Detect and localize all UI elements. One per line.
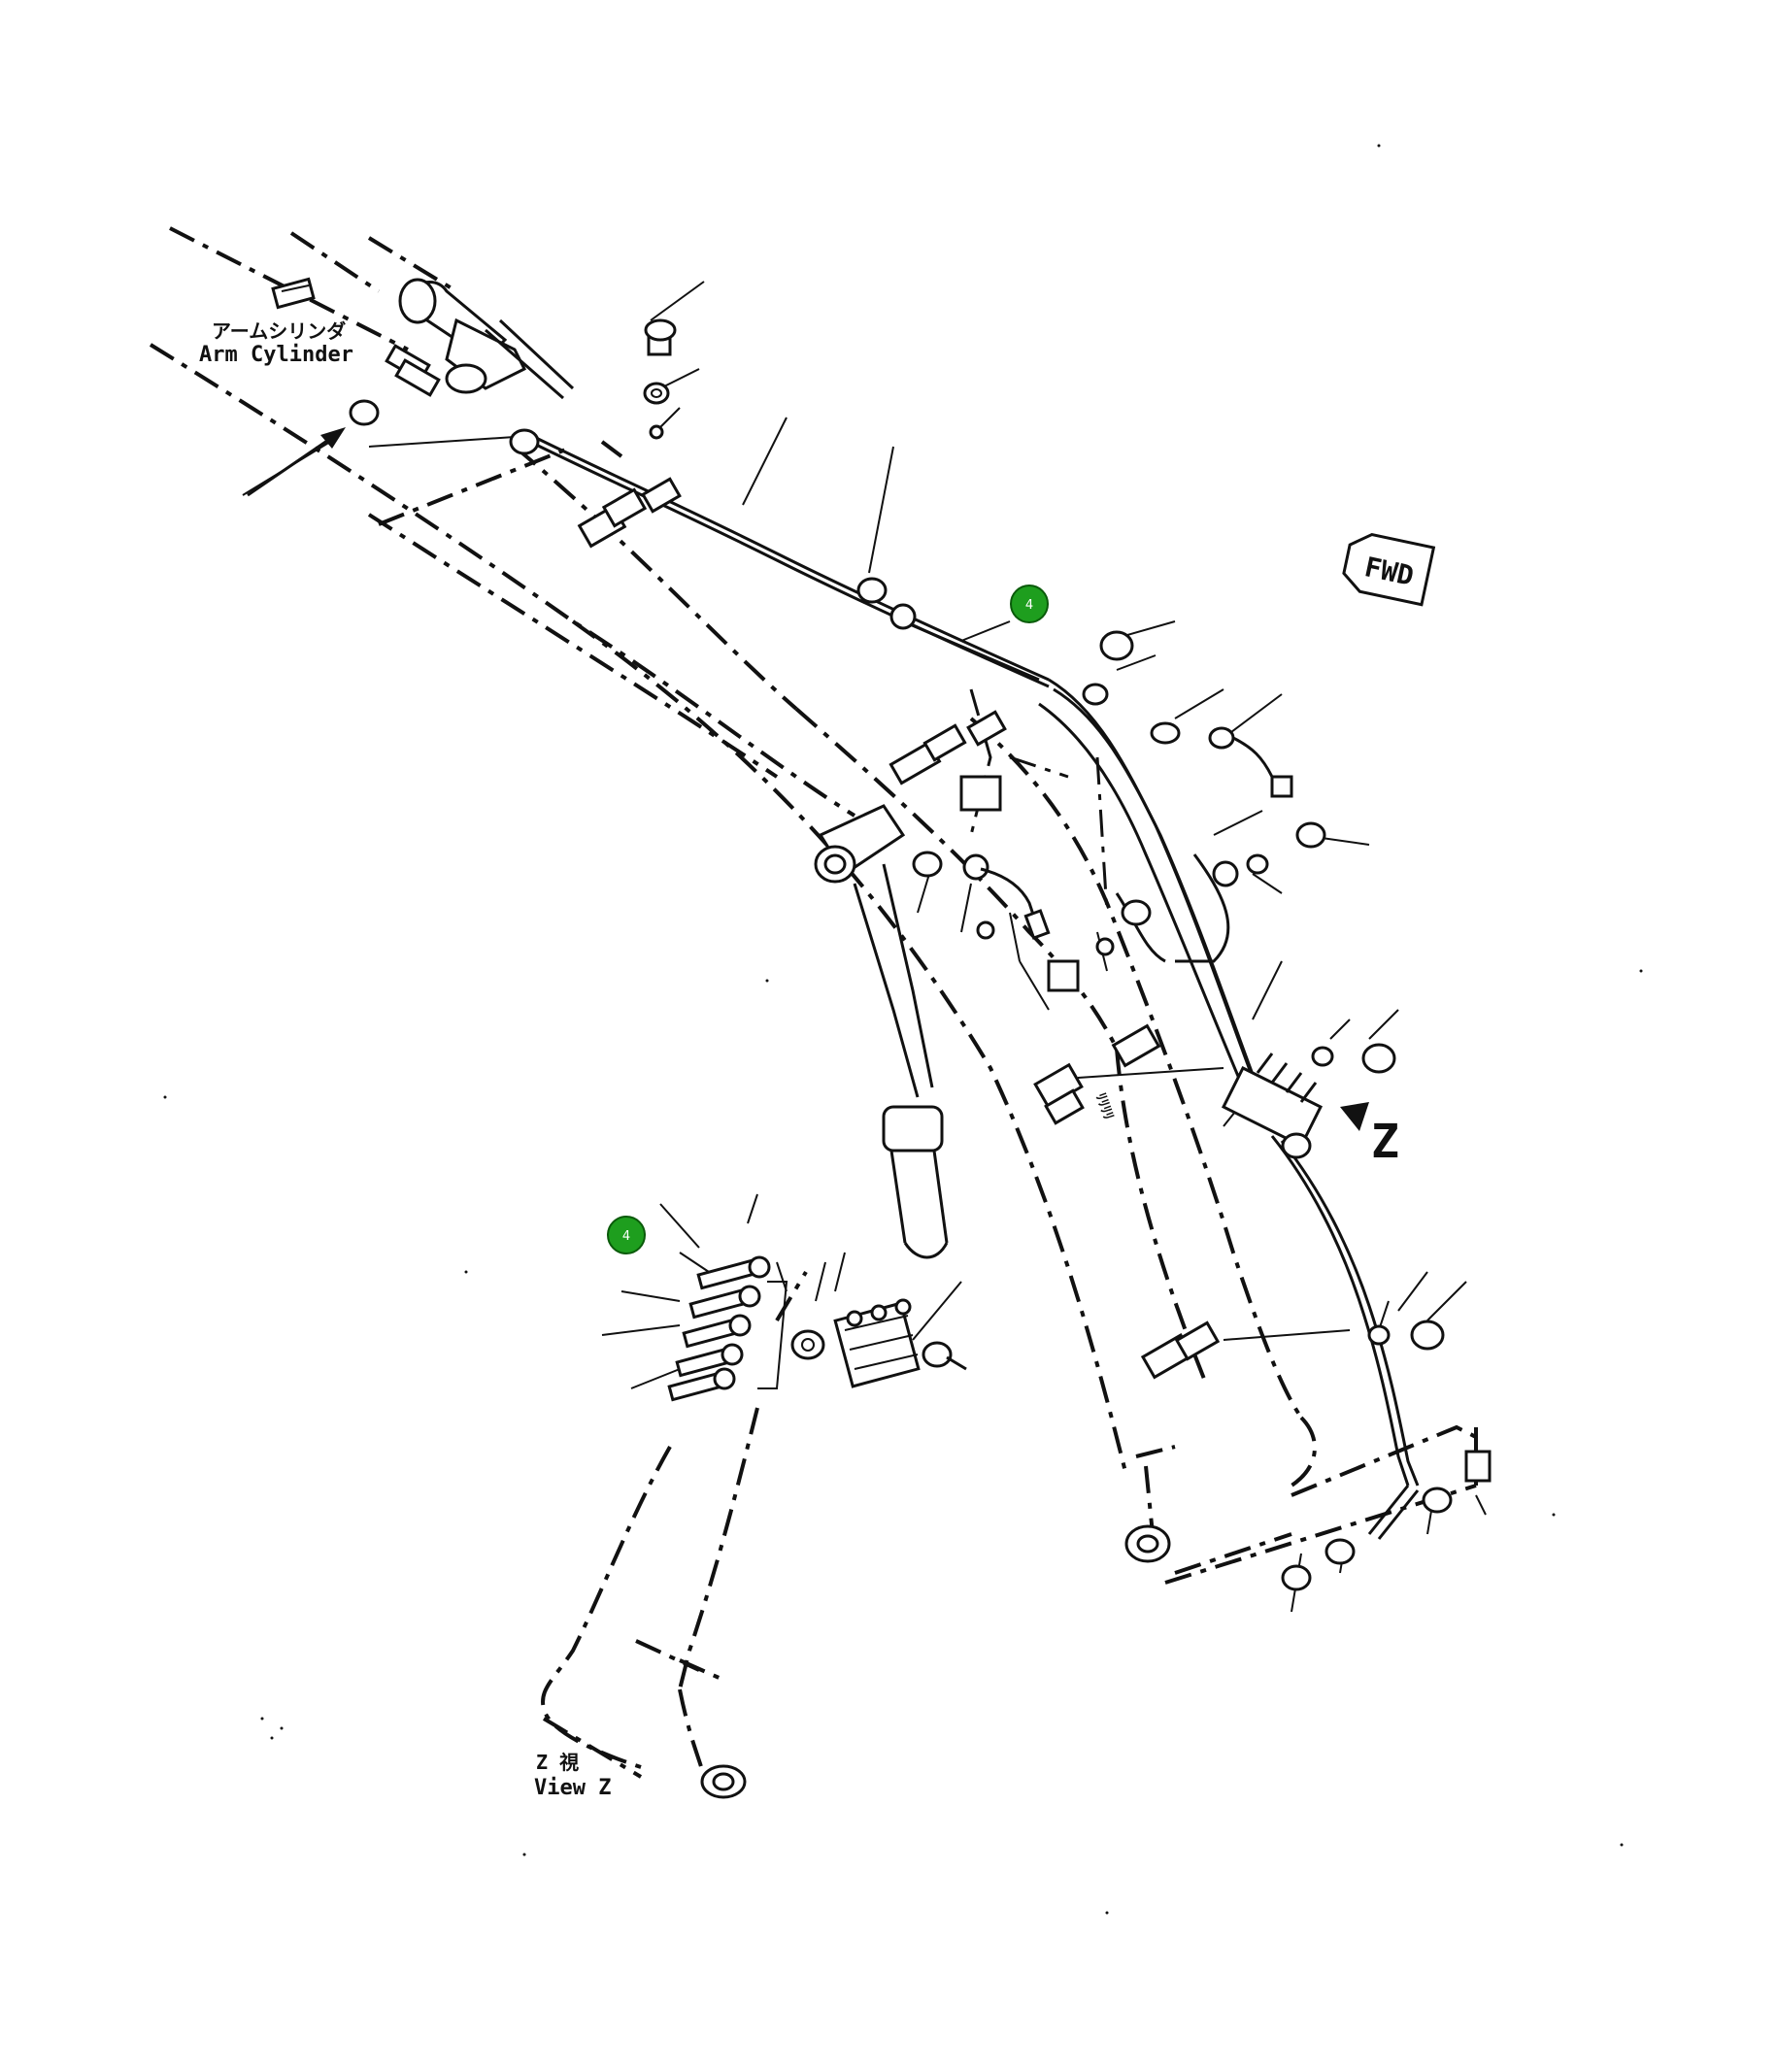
washer	[643, 382, 670, 405]
clamp-block	[833, 1298, 921, 1388]
boom-end-pin	[1124, 1524, 1171, 1563]
grease-fitting	[1281, 1564, 1312, 1591]
arm-cylinder-assembly	[247, 278, 575, 497]
hose-fitting	[1324, 1538, 1356, 1565]
callout-circle-icon	[1010, 585, 1049, 623]
elbow-fitting	[1464, 1450, 1492, 1483]
mid-fittings	[888, 630, 1326, 992]
boom-outline	[149, 226, 1478, 1585]
washer	[1367, 1324, 1391, 1346]
fwd-indicator: FWD	[1342, 532, 1436, 607]
washer	[1082, 683, 1109, 706]
cylinder-body-ring	[882, 1105, 944, 1153]
view-z-arrow	[1340, 1102, 1369, 1131]
grease-fitting	[912, 851, 943, 878]
view-z-pin	[700, 1764, 747, 1799]
callout-circle-icon	[607, 1216, 646, 1254]
nut	[790, 1329, 825, 1360]
mounting-nut	[349, 399, 380, 426]
bolt-head	[1099, 630, 1134, 661]
manifold-block: Z	[1221, 1043, 1399, 1169]
arm-cylinder-label-group: アームシリンダ Arm Cylinder	[199, 277, 353, 367]
hose-fitting	[962, 853, 989, 881]
view-arrow-label: Z	[1371, 1115, 1399, 1169]
clamp-mark: ﾘﾘﾘﾘ	[1092, 1091, 1117, 1122]
clamp	[641, 477, 682, 514]
fwd-arrow-icon	[1342, 532, 1436, 607]
view-z-label-jp: Z 視	[536, 1751, 579, 1774]
stamp-icon	[271, 277, 316, 310]
washer	[1311, 1046, 1334, 1067]
callout-number: 4	[622, 1229, 630, 1244]
bolt-head	[1295, 821, 1326, 849]
bracket-plate	[959, 775, 1002, 812]
bottom-right-fittings	[1124, 1450, 1492, 1591]
hose-fitting	[1422, 1487, 1453, 1514]
lower-clamp	[1140, 1320, 1445, 1380]
hose-fitting	[856, 577, 888, 604]
hose-fitting	[889, 603, 917, 630]
bolt-head	[1410, 1320, 1445, 1351]
clamp	[1111, 1023, 1161, 1068]
hose-fitting	[1121, 899, 1152, 926]
callout-badge-lower[interactable]: 4	[607, 1216, 646, 1254]
view-z-outline	[541, 1270, 808, 1799]
hydraulic-lines	[523, 430, 1420, 1540]
bolt	[1047, 959, 1080, 992]
arm-cylinder-label-jp: アームシリンダ	[212, 319, 346, 343]
callout-badge-upper[interactable]: 4	[1010, 585, 1049, 623]
cylinder-pin	[814, 845, 856, 884]
scan-speckles	[163, 144, 1643, 1915]
hose-fitting	[922, 1341, 953, 1368]
mid-left-clamps: ﾘﾘﾘﾘ	[1033, 1023, 1161, 1125]
top-fittings	[577, 318, 917, 630]
banjo-fitting	[509, 428, 540, 455]
bolt-set	[667, 1255, 771, 1402]
hose-fitting	[1208, 726, 1235, 750]
clamp	[966, 710, 1007, 747]
pointer-arrow	[247, 430, 341, 497]
arm-cylinder-label-en: Arm Cylinder	[199, 343, 353, 367]
view-z-label-group: Z 視 View Z	[534, 1751, 611, 1800]
view-z-label-en: View Z	[534, 1776, 611, 1800]
bolt-head	[1361, 1043, 1396, 1074]
view-z-parts	[667, 1255, 967, 1402]
callout-number: 4	[1025, 598, 1033, 613]
hose-fitting	[1150, 721, 1181, 745]
boom-cylinder	[814, 804, 1051, 1259]
